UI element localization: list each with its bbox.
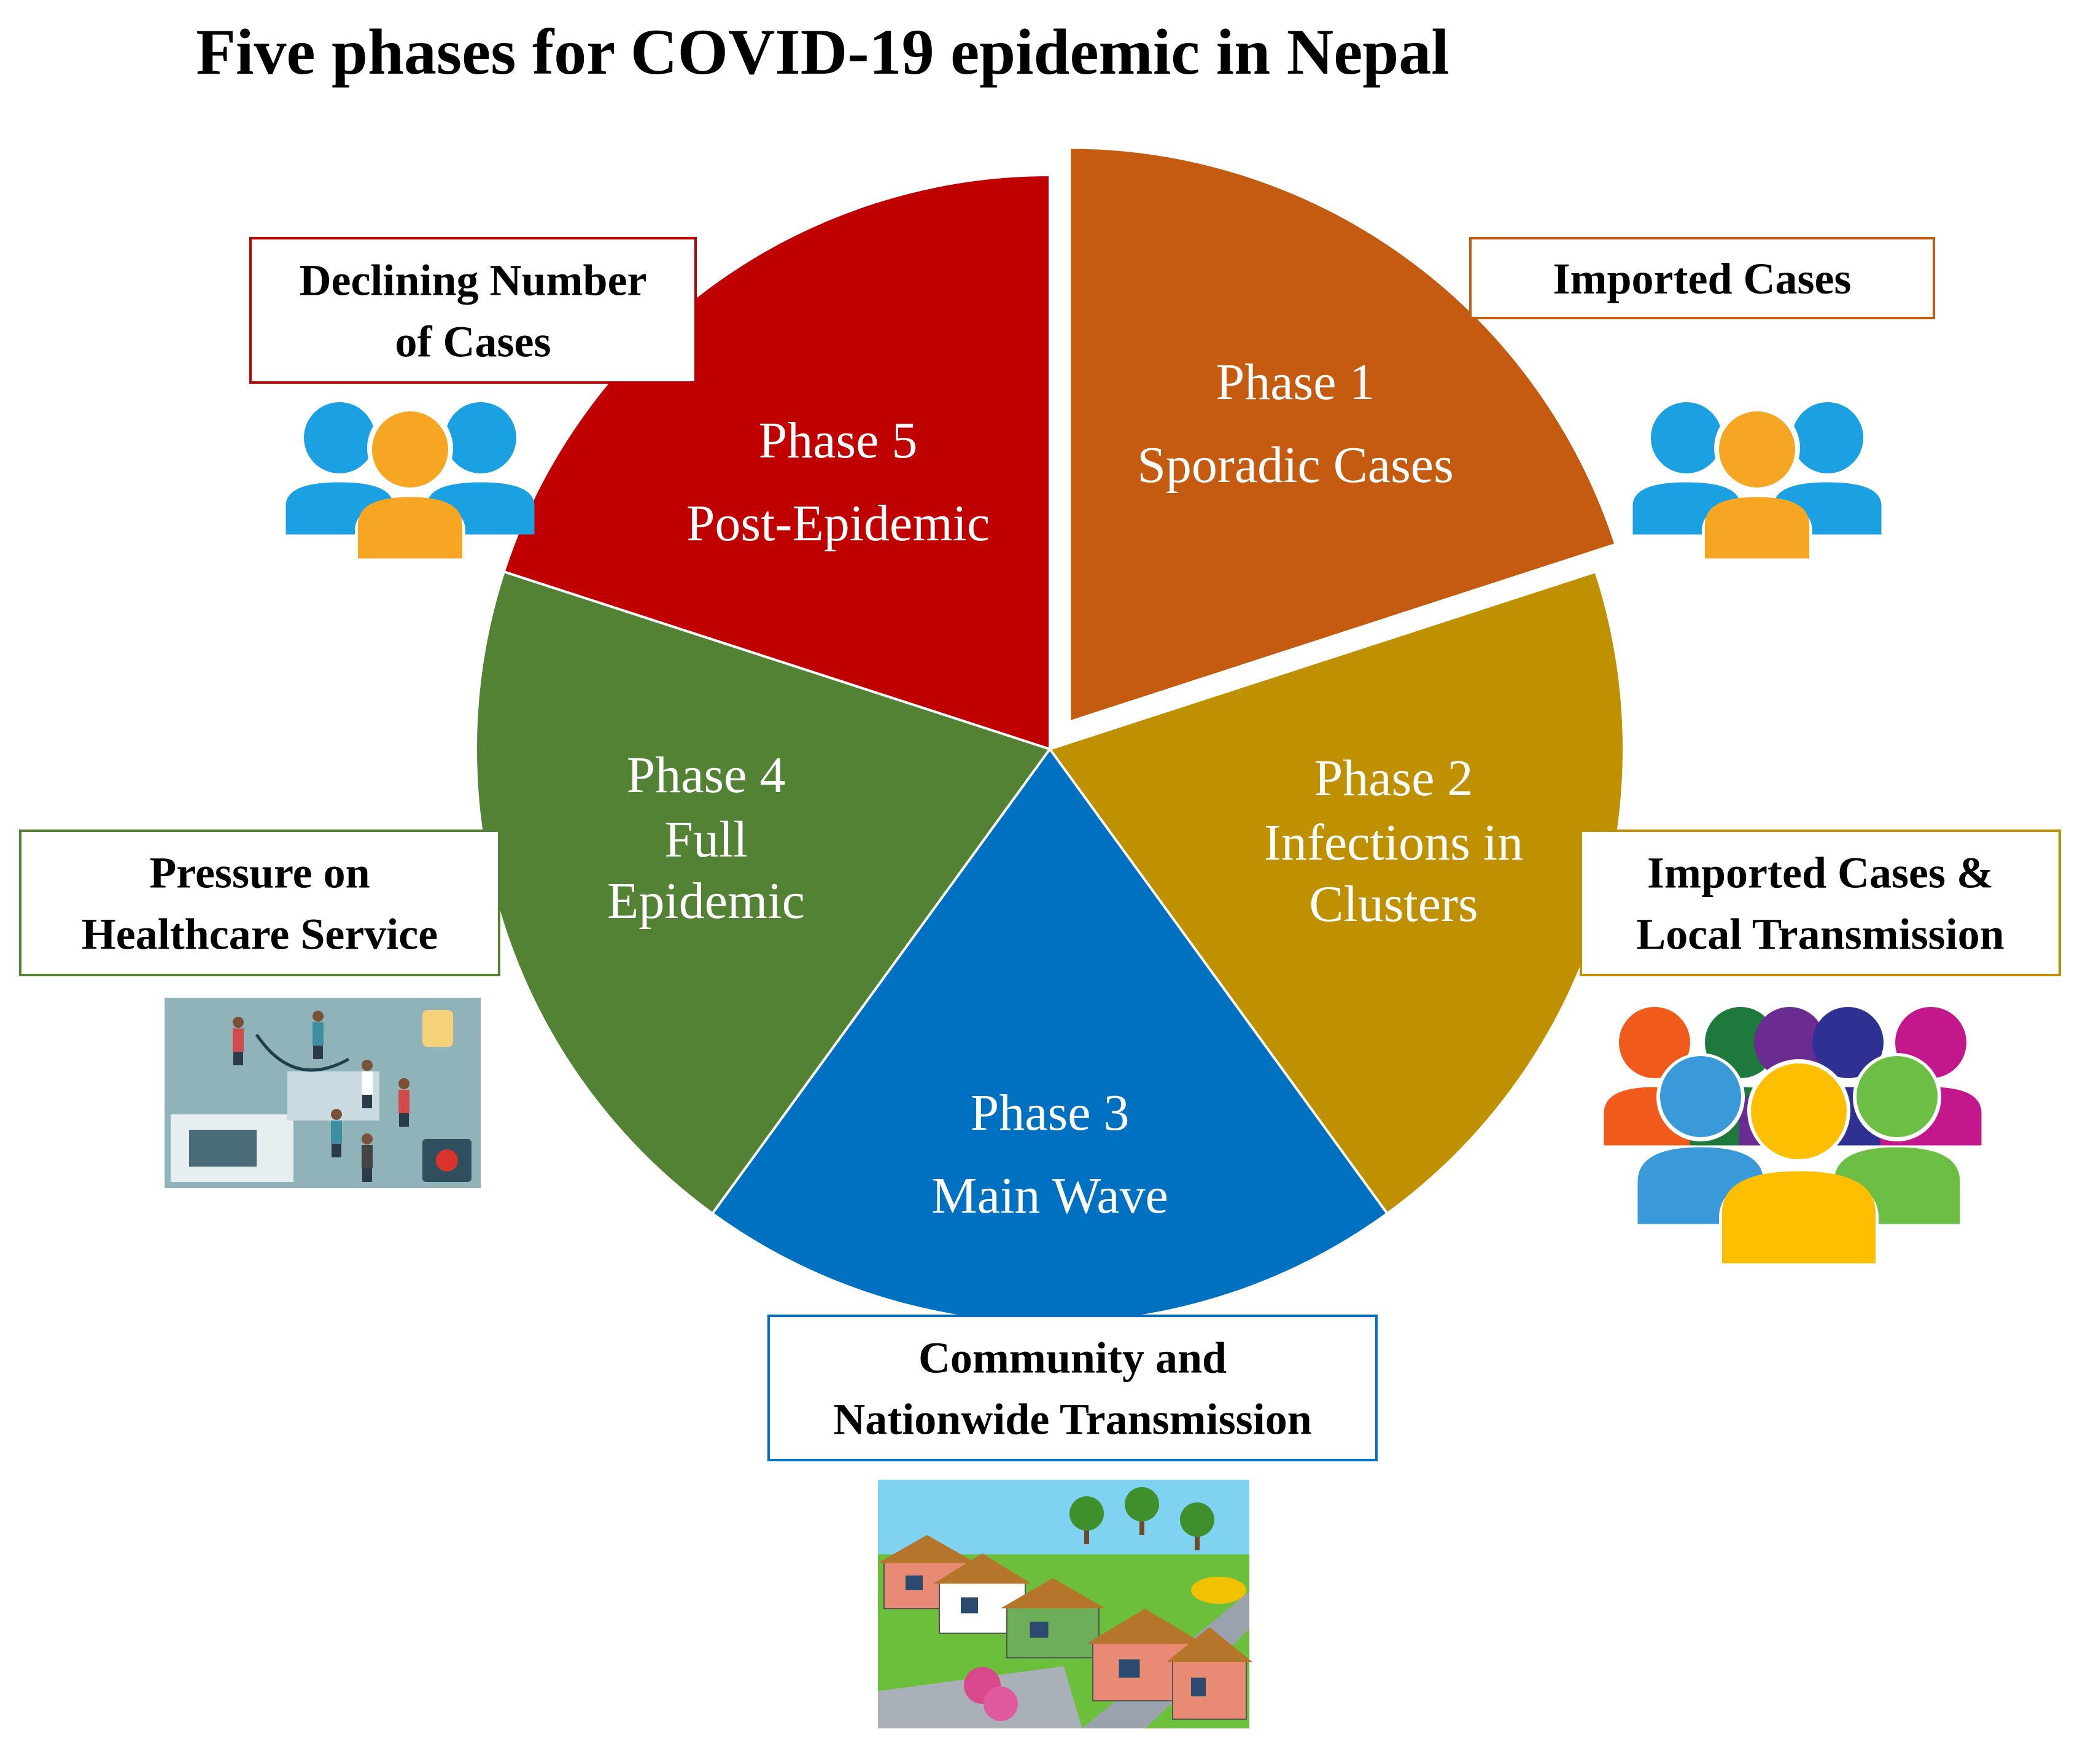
callout-text-line: Pressure on [149, 849, 370, 898]
phase-pie [475, 146, 1625, 1324]
phase-1-number-label: Phase 1 [1216, 354, 1375, 411]
phase-icons [165, 402, 1982, 1728]
phase-4-number-label: Phase 4 [627, 747, 786, 804]
callout-box [249, 237, 697, 384]
phase-1-callout: Imported Cases [1469, 237, 1935, 319]
callout-text-line: Community and [918, 1334, 1227, 1383]
community-neighborhood-illustration [878, 1480, 1252, 1728]
people-group-three-icon [1632, 402, 1882, 567]
callout-text-line: Imported Cases & [1647, 849, 1993, 898]
crowd-multicolor-icon [1604, 1007, 1982, 1270]
callout-text-line: of Cases [395, 317, 551, 367]
callout-text-line: Nationwide Transmission [833, 1395, 1311, 1444]
phase-1-slice [1068, 146, 1618, 724]
phase-5-number-label: Phase 5 [759, 412, 918, 469]
phase-1-name-line: Sporadic Cases [1137, 437, 1454, 494]
phase-5-slice [502, 173, 1051, 751]
callout-box [1469, 237, 1935, 319]
healthcare-illustration [165, 998, 481, 1188]
phase-4-name-line: Full [664, 811, 747, 868]
phase-4-slice [475, 570, 1052, 1216]
callout-box [1580, 830, 2061, 976]
phase-2-number-label: Phase 2 [1314, 750, 1473, 807]
callout-text-line: Healthcare Service [82, 910, 438, 959]
callout-text-line: Declining Number [300, 256, 647, 305]
callout-text-line: Local Transmission [1636, 910, 2004, 959]
callout-box [767, 1315, 1378, 1461]
phase-3-number-label: Phase 3 [971, 1084, 1130, 1141]
phase-5-name-line: Post-Epidemic [686, 495, 990, 552]
people-group-three-icon [285, 402, 535, 567]
diagram-title: Five phases for COVID-19 epidemic in Nep… [196, 16, 1449, 88]
callout-text-line: Imported Cases [1553, 254, 1852, 303]
callout-box [19, 830, 500, 976]
phase-3-name-line: Main Wave [931, 1167, 1168, 1224]
phase-4-callout: Pressure on Healthcare Service [19, 830, 500, 976]
phase-2-name-line: Infections in [1264, 814, 1523, 871]
phase-2-callout: Imported Cases & Local Transmission [1580, 830, 2061, 976]
phase-4-name-line: Epidemic [607, 872, 805, 930]
phase-2-name-line: Clusters [1309, 876, 1478, 933]
phase-5-callout: Declining Number of Cases [249, 237, 697, 384]
